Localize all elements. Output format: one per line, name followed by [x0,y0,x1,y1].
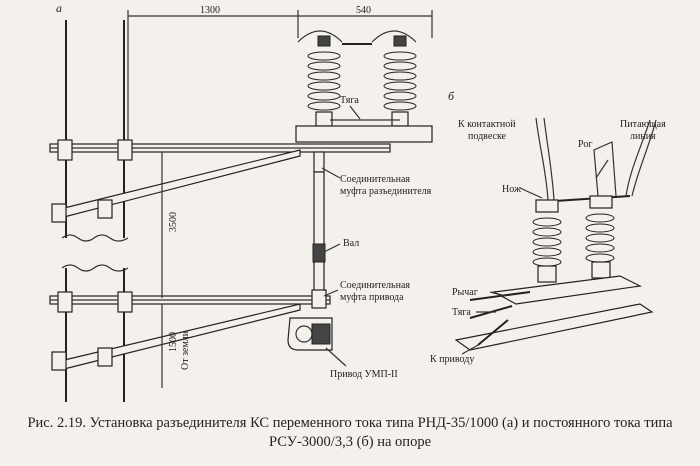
dimension-lines [127,10,433,388]
label-tyaga-a: Тяга [340,95,359,106]
label-tyaga-b: Тяга [452,307,471,318]
caption-line-1: Рис. 2.19. Установка разъединителя КС пе… [27,415,673,431]
figure-caption: Рис. 2.19. Установка разъединителя КС пе… [0,414,700,452]
disconnector-rnd [295,30,433,143]
label-privod: Привод УМП-II [330,369,398,380]
lower-crossarm [49,291,331,371]
leaders-b [461,187,543,355]
dim-1500: 1500 [168,332,179,352]
upper-crossarm [49,139,391,223]
label-pit-l2: линия [630,131,656,142]
dim-540: 540 [356,5,371,16]
dim-3500: 3500 [168,212,179,232]
label-rychag: Рычаг [452,287,478,298]
panel-b-label: б [448,89,455,103]
dim-1300: 1300 [200,5,220,16]
label-rog: Рог [578,139,592,150]
drive-ump [287,317,333,351]
label-mufta1-l1: Соединительная [340,174,410,185]
shaft [311,151,327,309]
label-nozh: Нож [502,184,521,195]
label-kontakt-l1: К контактной [458,119,516,130]
label-privodu: К приводу [430,354,474,365]
panel-a-label: а [56,1,62,15]
caption-line-2: РСУ-3000/3,3 (б) на опоре [268,434,432,450]
label-kontakt-l2: подвеске [468,131,507,142]
label-val: Вал [343,238,359,249]
label-mufta1-l2: муфта разъединителя [340,186,432,197]
label-pit-l1: Питающая [620,119,666,130]
label-mufta2-l2: муфта привода [340,292,404,303]
dim-ground: От земли [180,330,191,370]
label-mufta2-l1: Соединительная [340,280,410,291]
disconnector-rsu [454,117,657,351]
